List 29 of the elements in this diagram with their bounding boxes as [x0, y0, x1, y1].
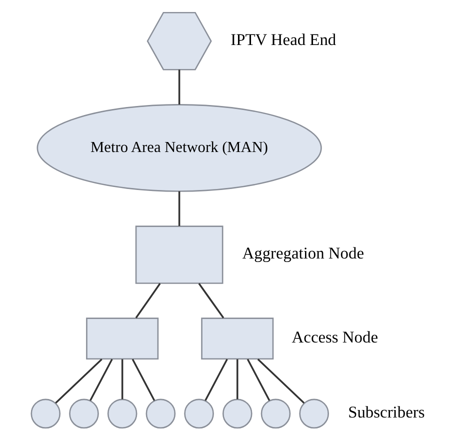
connector: [89, 358, 112, 401]
connector: [204, 358, 228, 401]
node-ellipse: Metro Area Network (MAN): [36, 104, 322, 192]
node-label: Aggregation Node: [242, 244, 364, 263]
connector: [178, 70, 180, 105]
connector: [54, 358, 102, 404]
node-circle: [260, 398, 290, 429]
connector: [120, 359, 123, 400]
node-box: [134, 226, 223, 284]
node-circle: [298, 398, 328, 429]
label: Subscribers: [348, 402, 424, 422]
connector: [131, 358, 155, 401]
node-box: [86, 318, 158, 360]
node-label: IPTV Head End: [230, 30, 336, 49]
connector: [246, 358, 270, 401]
connector: [236, 359, 238, 400]
node-circle: [184, 398, 214, 429]
connector: [256, 358, 304, 404]
connector: [198, 283, 224, 318]
node-circle: [145, 398, 176, 429]
node-hexagon: [146, 12, 212, 70]
label: Access Node: [291, 327, 378, 346]
node-box: [200, 318, 274, 360]
connector: [178, 191, 180, 226]
node-circle: [68, 398, 98, 429]
connector: [134, 283, 160, 318]
node-circle: [106, 398, 137, 429]
node-circle: [30, 398, 60, 429]
node-circle: [222, 398, 252, 429]
